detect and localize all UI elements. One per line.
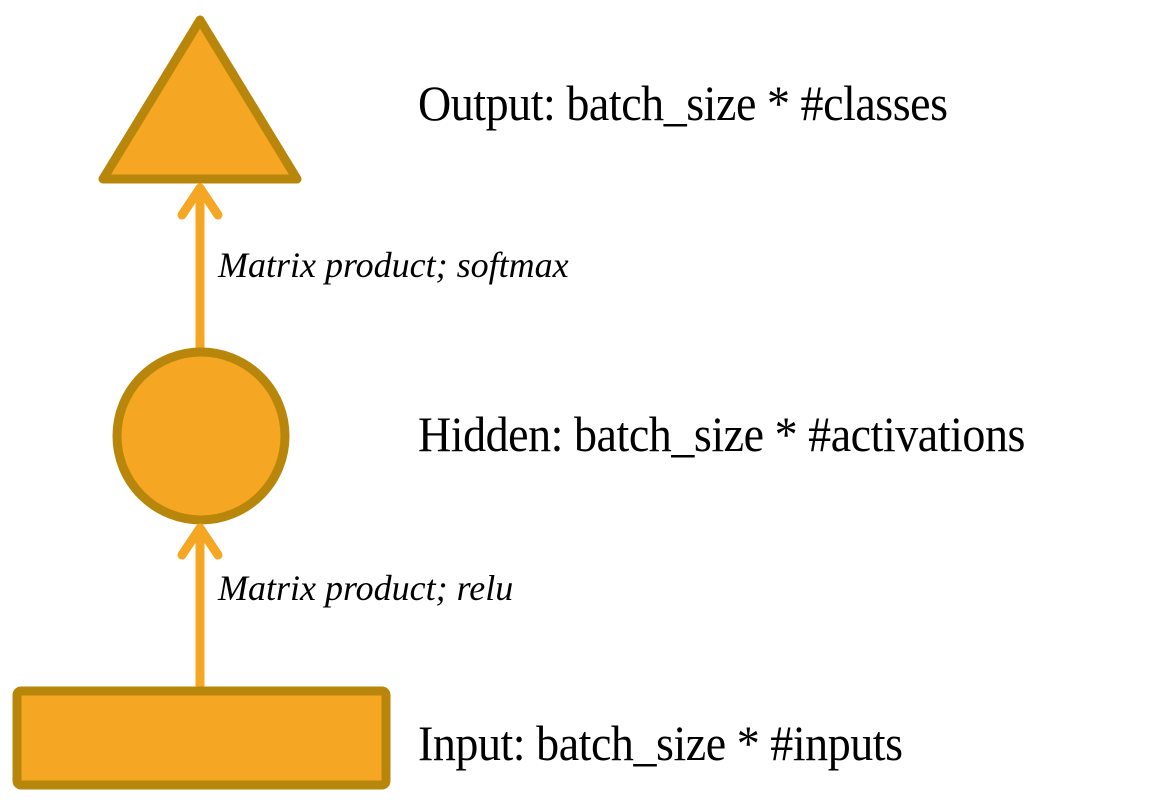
arrow-input-to-hidden[interactable]: [177, 523, 223, 690]
edge-label-input-to-hidden: Matrix product; relu: [218, 568, 514, 608]
edge-label-hidden-to-output: Matrix product; softmax: [218, 245, 569, 285]
triangle-shape[interactable]: [98, 15, 302, 184]
arrow-hidden-to-output[interactable]: [177, 183, 223, 348]
rectangle-shape[interactable]: [12, 686, 391, 790]
input-layer-label: Input: batch_size * #inputs: [418, 715, 903, 771]
circle-shape[interactable]: [112, 347, 290, 525]
output-layer-label: Output: batch_size * #classes: [418, 75, 948, 131]
hidden-layer-label: Hidden: batch_size * #activations: [418, 406, 1025, 462]
